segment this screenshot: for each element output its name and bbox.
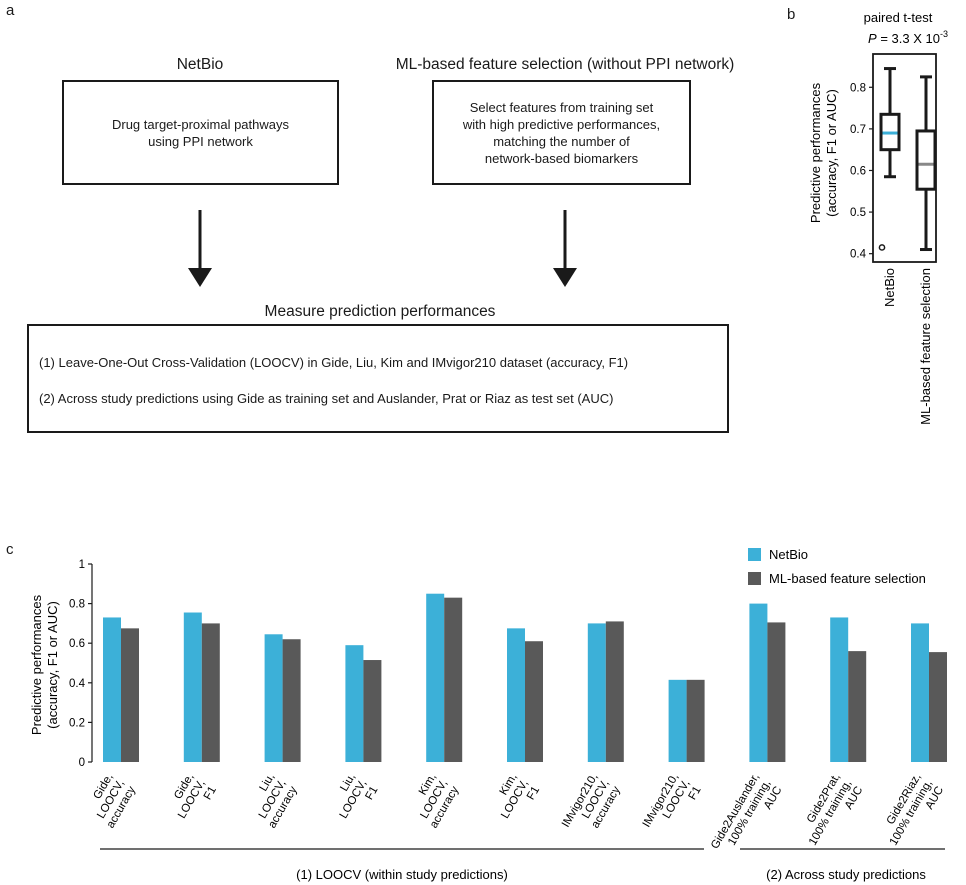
p-value-label: P = 3.3 X 10-3	[868, 29, 948, 46]
bar-xtick-label: IMvigor210,LOOCV,accuracy	[560, 771, 623, 842]
bar-ytick-label: 0.4	[69, 678, 86, 690]
boxplot-ytick-label: 0.5	[850, 207, 866, 219]
boxplot-ylabel: Predictive performances (accuracy, F1 or…	[808, 82, 839, 223]
boxplot-ylabel-line: (accuracy, F1 or AUC)	[824, 89, 839, 217]
bar-netbio	[830, 617, 849, 762]
bar-ml	[282, 639, 301, 762]
outlier-point	[878, 244, 886, 251]
group-label-across: (2) Across study predictions	[766, 867, 926, 882]
bar-netbio	[183, 612, 202, 762]
netbio-box-line: Drug target-proximal pathways	[111, 116, 290, 132]
bar-ytick-label: 0.8	[69, 599, 85, 611]
bar-ylabel-line: Predictive performances	[29, 594, 44, 735]
boxplot-figure: paired t-test P = 3.3 X 10-3 Predictive …	[808, 10, 948, 425]
right-arrow-head	[553, 268, 577, 287]
bar-xtick-label: Gide2Riaz,100% training,AUC	[876, 772, 946, 855]
boxplot-ytick-label: 0.8	[850, 82, 866, 94]
bar-ml	[444, 597, 463, 762]
panel-letter-c: c	[6, 541, 14, 558]
flow-arrows	[188, 210, 577, 287]
bar-netbio	[345, 645, 364, 762]
bar-netbio	[264, 634, 283, 762]
bar-netbio	[587, 623, 606, 762]
boxplot-xlabel: ML-based feature selection	[918, 268, 933, 425]
box-iqr	[915, 129, 937, 191]
boxplot-box-netbio	[878, 67, 901, 251]
netbio-box: Drug target-proximal pathways using PPI …	[62, 80, 339, 185]
bar-ml	[686, 679, 705, 762]
bar-xtick-label: Liu,LOOCV,F1	[326, 772, 380, 828]
boxplot-box-ml	[915, 75, 937, 252]
legend-label: NetBio	[769, 547, 808, 562]
bar-xtick-label: Kim,LOOCV,accuracy	[405, 771, 461, 830]
bar-ml	[363, 660, 382, 762]
measure-box: (1) Leave-One-Out Cross-Validation (LOOC…	[27, 324, 729, 433]
bar-xtick-label: Gide,LOOCV,F1	[165, 772, 219, 828]
bar-ml	[605, 621, 624, 762]
group-label-loocv: (1) LOOCV (within study predictions)	[296, 867, 508, 882]
boxplot-xlabel: NetBio	[882, 268, 897, 307]
boxplot-ylabel-line: Predictive performances	[808, 82, 823, 223]
boxplot-ytick-label: 0.4	[850, 249, 867, 261]
measure-item-loocv: (1) Leave-One-Out Cross-Validation (LOOC…	[39, 355, 629, 370]
bar-chart: Predictive performances (accuracy, F1 or…	[29, 547, 947, 882]
bar-ylabel: Predictive performances (accuracy, F1 or…	[29, 594, 60, 735]
left-arrow-head	[188, 268, 212, 287]
bar-xtick-label: Kim,LOOCV,F1	[488, 772, 542, 828]
ml-box-line: Select features from training set	[469, 99, 654, 115]
bar-ytick-label: 0.2	[69, 717, 85, 729]
bar-xtick-label: Gide2Prat,100% training,AUC	[796, 772, 866, 855]
boxplot-ytick-label: 0.6	[850, 165, 866, 177]
bar-xtick-label: Gide2Auslander,100% training,AUC	[709, 772, 784, 865]
boxplot-ytick-label: 0.7	[850, 124, 866, 136]
ml-box-line: matching the number of	[493, 133, 630, 149]
ml-box-line: network-based biomarkers	[484, 150, 639, 166]
bar-xtick-label: IMvigor210,LOOCV,F1	[641, 772, 704, 843]
bar-netbio	[911, 623, 929, 762]
test-label: paired t-test	[864, 10, 933, 25]
bar-ytick-label: 0	[79, 757, 85, 769]
panel-letter-b: b	[787, 6, 796, 23]
bar-netbio	[749, 603, 768, 762]
bar-netbio	[103, 617, 121, 762]
bar-netbio	[668, 679, 687, 762]
legend-swatch	[748, 548, 761, 561]
bar-ytick-label: 0.6	[69, 638, 85, 650]
legend-swatch	[748, 572, 761, 585]
panel-letter-a: a	[6, 2, 15, 19]
bar-xtick-label: Liu,LOOCV,accuracy	[244, 771, 300, 830]
bar-ml	[848, 651, 867, 762]
bar-netbio	[426, 593, 445, 762]
bar-ml	[525, 641, 543, 762]
measure-item-across: (2) Across study predictions using Gide …	[39, 391, 614, 406]
bar-xtick-label: Gide,LOOCV,accuracy	[82, 771, 138, 830]
bar-ylabel-line: (accuracy, F1 or AUC)	[45, 601, 60, 729]
ml-box-line: with high predictive performances,	[462, 116, 661, 132]
bar-ml	[767, 622, 786, 762]
bar-ml	[201, 623, 220, 762]
measure-title: Measure prediction performances	[264, 303, 496, 320]
netbio-title: NetBio	[176, 56, 224, 73]
ml-title: ML-based feature selection (without PPI …	[395, 56, 735, 73]
ml-box: Select features from training set with h…	[432, 80, 691, 185]
bar-ml	[121, 628, 139, 762]
bar-netbio	[507, 628, 525, 762]
legend-label: ML-based feature selection	[769, 571, 926, 586]
netbio-box-line: using PPI network	[148, 133, 253, 149]
bar-ml	[929, 652, 947, 762]
bar-ytick-label: 1	[79, 559, 85, 571]
